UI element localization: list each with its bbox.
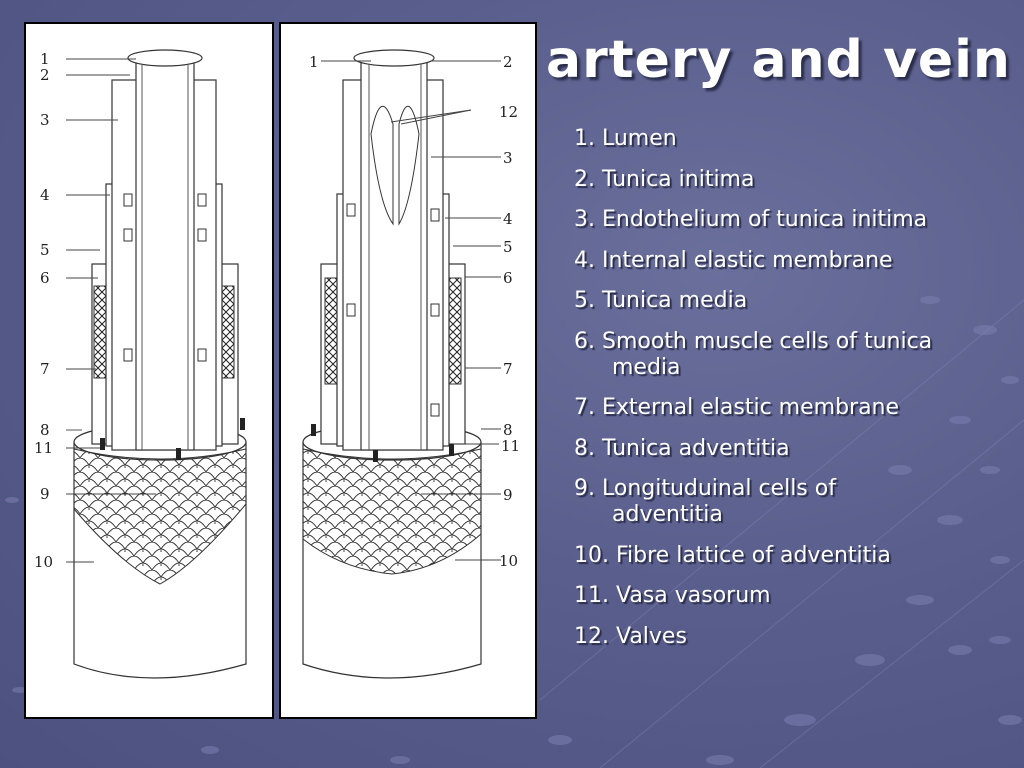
legend-item-text: 4. Internal elastic membrane	[574, 247, 893, 273]
legend-item: 8. Tunica adventitia	[574, 436, 1014, 462]
vein-label: 12	[499, 103, 518, 121]
vein-label: 3	[503, 149, 513, 167]
legend-item-text: 9. Longituduinal cells of	[574, 476, 836, 501]
artery-label: 1	[40, 50, 50, 68]
slide-title: artery and vein	[546, 30, 1011, 90]
vein-label: 10	[499, 552, 518, 570]
vein-label: 1	[309, 53, 319, 71]
artery-label: 3	[40, 111, 50, 129]
vein-labels: 1 2 12 3 4 5 6 7 8 11 9 10	[309, 53, 520, 570]
vein-label: 7	[503, 360, 513, 378]
legend-item: 12. Valves	[574, 624, 1014, 650]
vein-diagram-panel: 1 2 12 3 4 5 6 7 8 11 9 10	[279, 22, 537, 719]
legend-item-continuation: adventitia	[612, 502, 723, 527]
legend-item: 10. Fibre lattice of adventitia	[574, 543, 1014, 569]
legend-item-text: 12. Valves	[574, 623, 687, 649]
artery-diagram: 1 2 3 4 5 6 7 8 11 9 10	[34, 49, 247, 679]
artery-label: 2	[40, 66, 50, 84]
vein-label: 8	[503, 421, 513, 439]
artery-label: 5	[40, 241, 50, 259]
legend-item-text: 10. Fibre lattice of adventitia	[574, 542, 891, 568]
artery-diagram-panel: 1 2 3 4 5 6 7 8 11 9 10	[24, 22, 274, 719]
vein-label: 11	[501, 437, 520, 455]
artery-label: 6	[40, 269, 50, 287]
legend-item-text: 5. Tunica media	[574, 288, 748, 313]
artery-label: 8	[40, 421, 50, 439]
artery-label: 9	[40, 485, 50, 503]
legend-item: 7. External elastic membrane	[574, 395, 1014, 421]
vein-label: 2	[503, 53, 513, 71]
vein-label: 9	[503, 486, 513, 504]
legend-item-text: 3. Endothelium of tunica initima	[574, 207, 928, 232]
legend-item-text: 8. Tunica adventitia	[574, 435, 790, 461]
vein-diagram: 1 2 12 3 4 5 6 7 8 11 9 10	[302, 49, 520, 679]
artery-label: 4	[40, 186, 50, 204]
legend-item-text: 2. Tunica initima	[574, 166, 755, 192]
legend-item: 3. Endothelium of tunica initima	[574, 207, 1014, 233]
vein-label: 6	[503, 269, 513, 287]
artery-labels: 1 2 3 4 5 6 7 8 11 9 10	[34, 50, 53, 571]
legend-item: 5. Tunica media	[574, 288, 1014, 314]
legend-item-text: 11. Vasa vasorum	[574, 583, 771, 608]
legend-item-text: 1. Lumen	[574, 126, 677, 151]
legend-item-text: 7. External elastic membrane	[574, 395, 900, 420]
artery-label: 7	[40, 360, 50, 378]
legend-item: 2. Tunica initima	[574, 167, 1014, 193]
legend-list: 1. Lumen 2. Tunica initima 3. Endotheliu…	[574, 126, 1014, 664]
legend-item-text: 6. Smooth muscle cells of tunica	[574, 328, 933, 354]
vein-label: 5	[503, 238, 513, 256]
legend-item: 4. Internal elastic membrane	[574, 248, 1014, 274]
legend-item: 1. Lumen	[574, 126, 1014, 152]
legend-item-continuation: media	[612, 354, 681, 380]
legend-item: 11. Vasa vasorum	[574, 583, 1014, 609]
artery-label: 10	[34, 553, 53, 571]
vein-label: 4	[503, 210, 513, 228]
artery-label: 11	[34, 439, 53, 457]
